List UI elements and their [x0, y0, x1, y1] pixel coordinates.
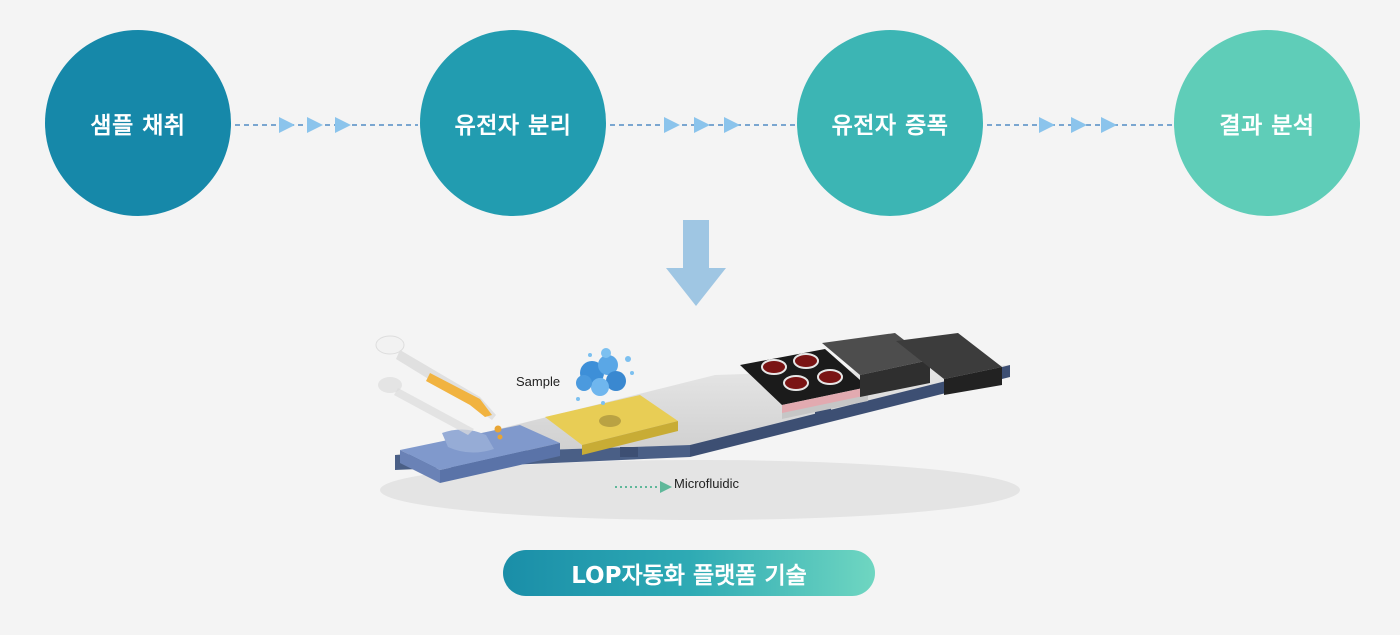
- step-label: 샘플 채취: [90, 113, 186, 139]
- down-arrow-icon: [666, 220, 726, 306]
- test-strip-graphic: [375, 333, 1020, 520]
- connector-arrow-3: [987, 117, 1173, 133]
- sample-particles-icon: [576, 348, 634, 405]
- step-gene-separation: 유전자 분리: [420, 30, 606, 216]
- step-label: 결과 분석: [1219, 113, 1315, 139]
- connector-arrow-2: [610, 117, 796, 133]
- platform-technology-badge: LOP자동화 플랫폼 기술: [503, 550, 875, 596]
- step-label: 유전자 증폭: [831, 113, 949, 139]
- step-sample-collection: 샘플 채취: [45, 30, 231, 216]
- connector-arrow-1: [235, 117, 418, 133]
- step-result-analysis: 결과 분석: [1174, 30, 1360, 216]
- pipette-icon: [375, 335, 503, 440]
- sample-label: Sample: [516, 374, 561, 389]
- step-label: 유전자 분리: [454, 113, 572, 139]
- platform-label: LOP자동화 플랫폼 기술: [571, 563, 807, 589]
- microfluidic-label: Microfluidic: [674, 476, 740, 491]
- step-gene-amplification: 유전자 증폭: [797, 30, 983, 216]
